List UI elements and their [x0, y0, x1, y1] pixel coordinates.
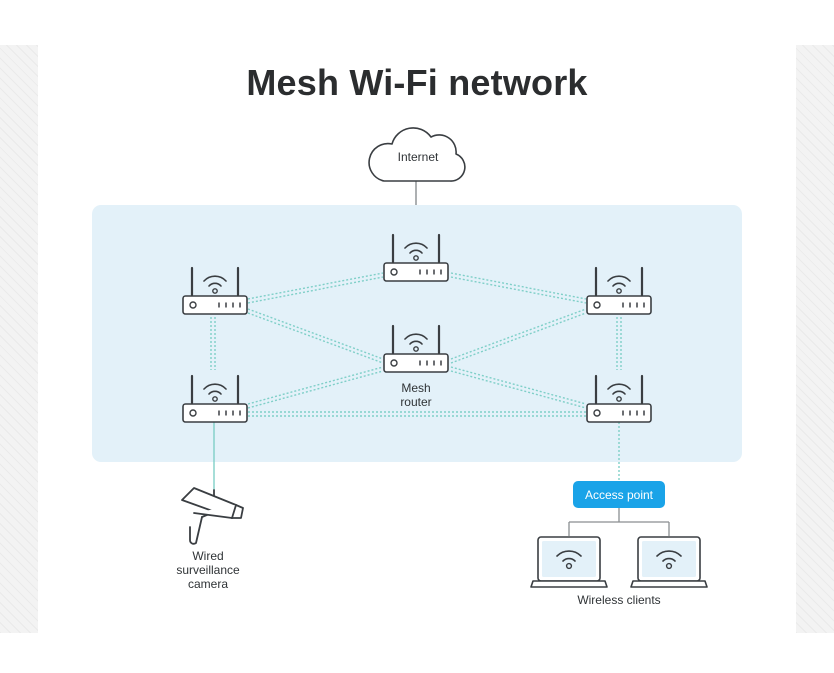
mesh-link	[450, 366, 587, 405]
right-side-band	[796, 45, 834, 633]
mesh-link	[247, 272, 384, 300]
mesh-link	[450, 370, 587, 409]
mesh-links	[210, 272, 622, 417]
mesh-link	[247, 370, 384, 409]
left-side-band	[0, 45, 38, 633]
mesh-link	[247, 366, 384, 405]
mesh-link	[450, 272, 587, 300]
diagram-title: Mesh Wi-Fi network	[246, 62, 588, 103]
internet-label: Internet	[398, 150, 439, 164]
camera-label-line1: Wired	[192, 549, 223, 563]
mesh-router-label-line1: Mesh	[401, 381, 430, 395]
access-point-label: Access point	[585, 488, 654, 502]
wireless-clients-label: Wireless clients	[577, 593, 660, 607]
camera-label-line3: camera	[188, 577, 228, 591]
camera-label-line2: surveillance	[176, 563, 240, 577]
laptop-icon	[630, 536, 708, 588]
mesh-router-label-line2: router	[400, 395, 431, 409]
cloud-icon	[368, 127, 466, 182]
mesh-link	[247, 276, 384, 304]
laptop-icon	[530, 536, 608, 588]
mesh-link	[450, 276, 587, 304]
access-point-badge	[573, 481, 665, 508]
security-camera-icon	[181, 487, 244, 545]
client-connector	[568, 508, 670, 536]
